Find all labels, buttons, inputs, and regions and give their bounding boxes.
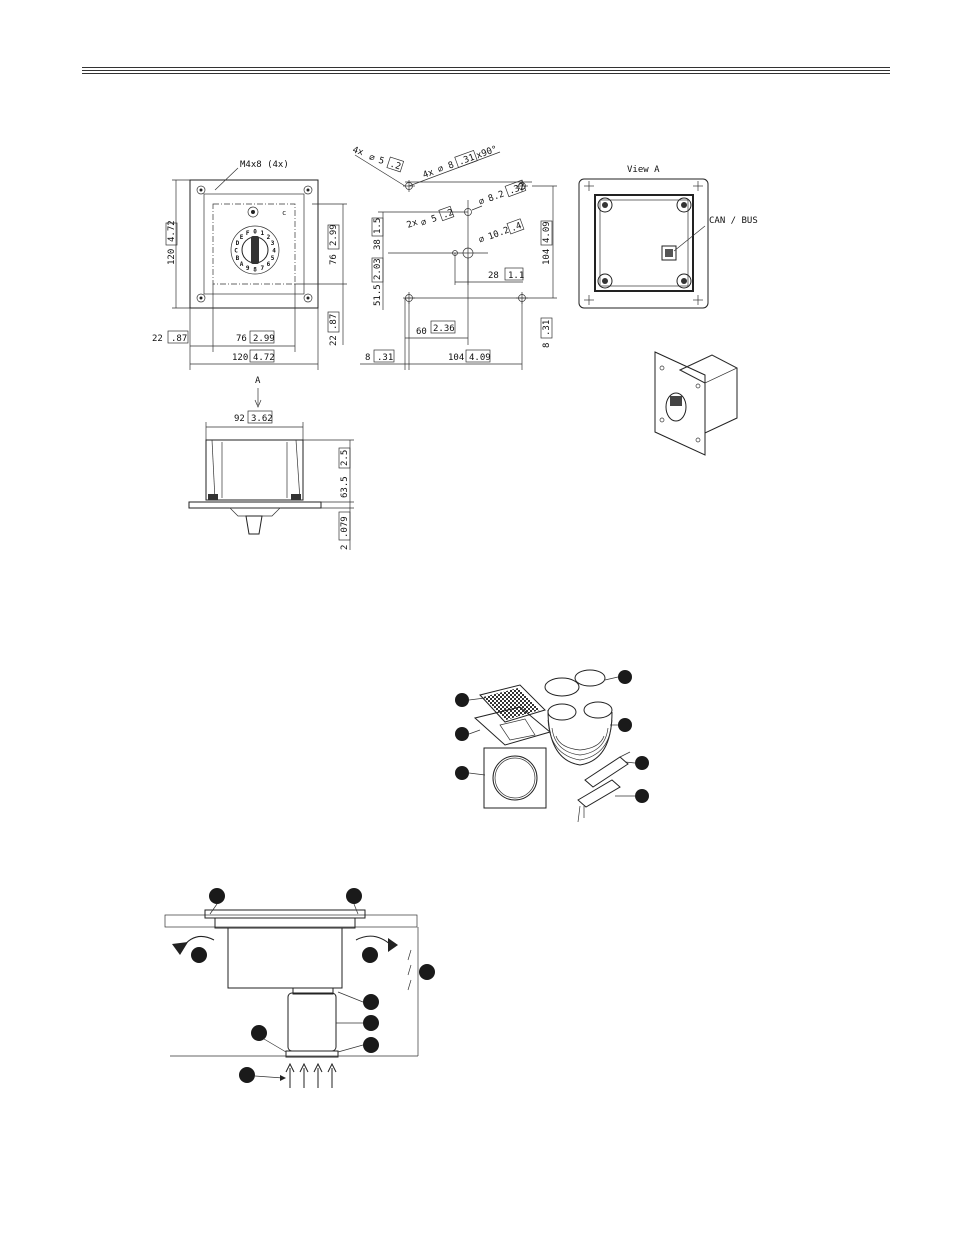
dim-60: 60	[416, 327, 427, 337]
front-height-dim: 120	[167, 249, 177, 265]
knob-hole-dia-in: .4	[510, 221, 524, 234]
selector-digit: 0	[253, 229, 257, 236]
front-height-dim-in: 4.72	[167, 220, 177, 242]
front-width-dim: 120	[232, 353, 248, 363]
selector-digit: C	[234, 248, 238, 255]
panel-top-wall	[165, 915, 417, 927]
dim-104: 104	[448, 353, 464, 363]
cutout-view: 4x ⌀ 5 .2 4x ⌀ 8 .31 x90° ⌀ 8.2 .32 2x ⌀…	[350, 143, 557, 370]
view-a-corner-screw-icons	[584, 181, 703, 305]
isometric-unit-image	[655, 352, 737, 455]
svg-text:⌀: ⌀	[368, 153, 377, 164]
dim-8-in: .31	[377, 353, 393, 363]
side-height-dim: 63.5	[340, 476, 350, 498]
holes4-dia: 5	[377, 156, 385, 167]
dim-38: 38	[373, 239, 383, 250]
selector-digit: 6	[267, 261, 271, 268]
can-bus-label: CAN / BUS	[709, 216, 758, 226]
thread-leader-line	[215, 168, 238, 190]
led-hole-dia: 8.2	[487, 189, 506, 204]
housing-under-panel	[228, 928, 342, 988]
front-hole-spacing-h: 76	[236, 334, 247, 344]
selector-digit: 8	[253, 267, 257, 274]
view-a-plate	[579, 179, 708, 308]
flex-hose-image	[548, 702, 612, 765]
hose-clamps-image	[545, 670, 605, 696]
side-width-dim: 92	[234, 414, 245, 424]
side-thickness-dim: 2	[340, 545, 350, 550]
side-width-dim-in: 3.62	[251, 414, 273, 424]
selector-digit: F	[246, 230, 250, 237]
mounting-plate	[189, 502, 321, 508]
dim-8-v-in: .31	[542, 320, 552, 336]
view-arrow-label: A	[255, 376, 261, 386]
side-view: 92 3.62 63.5 2.5 2 .079	[189, 411, 354, 550]
front-offset-h: 22	[152, 334, 163, 344]
selector-digit: 1	[260, 230, 264, 237]
housing-body	[206, 440, 303, 500]
selector-digit: A	[240, 261, 244, 268]
front-width-dim-in: 4.72	[253, 353, 275, 363]
front-hole-spacing-v-in: 2.99	[329, 224, 339, 246]
intake-arrow-icons	[255, 1064, 336, 1088]
dim-104-v-in: 4.09	[542, 221, 552, 243]
selector-knob-side	[246, 516, 262, 534]
dim-51-5-in: 2.03	[373, 258, 383, 280]
selector-digit: D	[236, 240, 240, 247]
view-a-title: View A	[627, 165, 660, 175]
flex-hose-mesh	[288, 993, 336, 1051]
selector-digit: 4	[272, 248, 276, 255]
holes2-count: 2x	[406, 218, 420, 231]
selector-digit: 9	[246, 265, 250, 272]
dim-51-5: 51.5	[373, 284, 383, 306]
svg-text:⌀: ⌀	[478, 234, 487, 245]
holes2-dia: 5	[430, 214, 439, 225]
side-thickness-dim-in: .079	[340, 516, 350, 538]
selector-digit: E	[240, 234, 244, 241]
front-offset-h-in: .87	[171, 334, 187, 344]
csk-count: 4x	[422, 168, 436, 181]
thread-note: M4x8 (4x)	[240, 160, 289, 170]
holes4-count: 4x	[351, 145, 365, 158]
dim-8: 8	[365, 353, 370, 363]
holes2-dia-in: .2	[441, 208, 455, 221]
svg-text:⌀: ⌀	[437, 164, 446, 175]
csk-dia: 8	[447, 160, 456, 171]
front-small-mark: c	[282, 209, 286, 217]
dim-28-in: 1.1	[508, 271, 524, 281]
knob-hole-dia: 10.2	[487, 226, 511, 243]
cabinet-side-marks	[408, 950, 411, 990]
selector-digit: 7	[260, 265, 264, 272]
selector-digit: 5	[271, 255, 275, 262]
front-hole-spacing-h-in: 2.99	[253, 334, 275, 344]
view-a: View A CAN / BUS	[579, 165, 758, 308]
dim-38-in: 1.5	[373, 218, 383, 234]
dim-104-in: 4.09	[469, 353, 491, 363]
dim-104-v: 104	[542, 249, 552, 265]
holes4-dia-in: .2	[388, 160, 401, 173]
csk-angle: x90°	[475, 145, 499, 162]
front-offset-v-in: .87	[329, 314, 339, 330]
sensor-rods-image	[578, 752, 630, 822]
dim-28: 28	[488, 271, 499, 281]
cutout-corner-hole-icons	[403, 180, 528, 304]
dim-60-in: 2.36	[433, 324, 455, 334]
front-offset-v: 22	[329, 335, 339, 346]
view-a-corner-boss-icons	[598, 198, 691, 288]
airflow-installation-diagram	[165, 888, 435, 1088]
selector-digit: 3	[271, 240, 275, 247]
front-hole-spacing-v: 76	[329, 254, 339, 265]
dim-8-v: 8	[542, 343, 552, 348]
selector-digit: B	[236, 255, 240, 262]
svg-text:⌀: ⌀	[420, 217, 429, 228]
side-height-dim-in: 2.5	[340, 450, 350, 466]
accessory-kit-image	[455, 670, 649, 822]
svg-text:⌀: ⌀	[478, 196, 487, 207]
